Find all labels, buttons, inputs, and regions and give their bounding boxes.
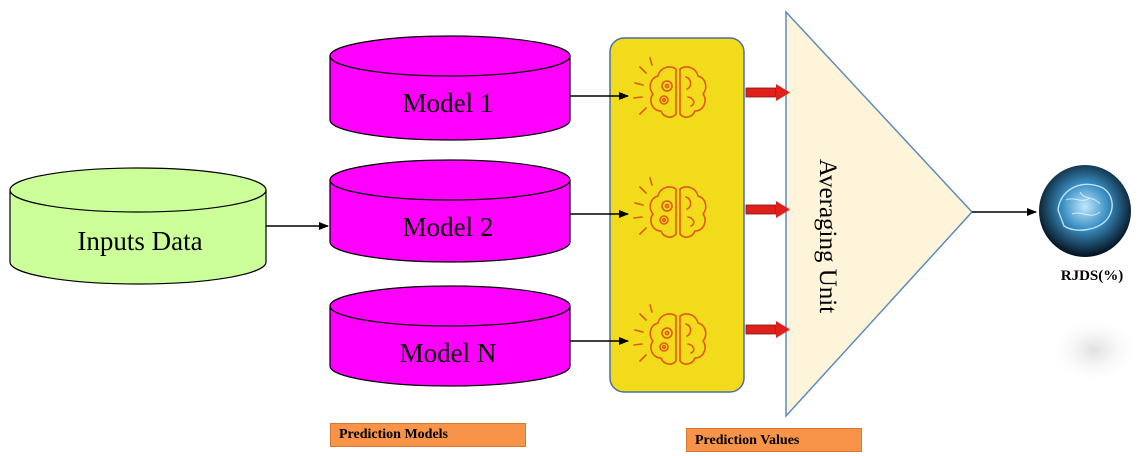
averaging-unit-label: Averaging Unit (814, 159, 841, 313)
input-data-cylinder: Inputs Data (9, 167, 267, 285)
prediction-models-caption: Prediction Models (330, 423, 526, 447)
input-data-label: Inputs Data (77, 226, 202, 256)
averaging-unit-triangle (785, 10, 974, 418)
output-label: RJDS(%) (1060, 268, 1124, 284)
output-shadow (1048, 316, 1140, 384)
red-arrow-1 (745, 84, 790, 101)
brain-gear-icon (633, 57, 707, 118)
model-label-1: Model 1 (403, 88, 494, 118)
red-arrow-3 (745, 321, 790, 338)
prediction-values-caption: Prediction Values (686, 428, 862, 452)
prediction-panel (609, 37, 745, 393)
model-label-2: Model 2 (403, 212, 494, 242)
model-cylinder-1: Model 1 (329, 35, 571, 141)
brain-gear-icon (633, 177, 707, 238)
model-cylinder-2: Model 2 (329, 159, 571, 263)
red-arrow-2 (745, 201, 790, 218)
model-cylinder-n: Model N (329, 285, 571, 387)
output-brain-icon (1039, 165, 1131, 257)
model-label-n: Model N (400, 338, 497, 368)
brain-gear-icon (633, 304, 707, 365)
